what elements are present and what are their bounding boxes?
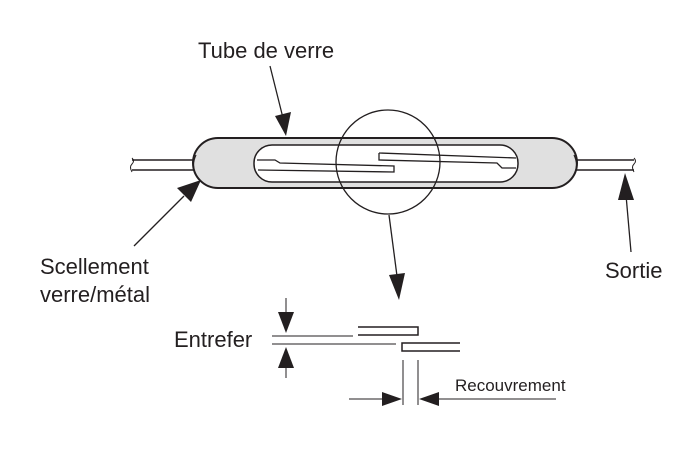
overlap-label: Recouvrement [455,376,566,395]
air-gap-label: Entrefer [174,327,252,352]
seal-label-line2: verre/métal [40,282,150,307]
output-label: Sortie [605,258,662,283]
detail-upper-blade [358,326,419,336]
glass-tube-label: Tube de verre [198,38,334,63]
magnifier-circle [335,109,441,215]
glass-tube-arrow [269,65,291,136]
left-lead-wire [130,157,195,173]
right-lead-wire [575,157,636,173]
left-seal [192,154,197,176]
seal-label: Scellement [40,254,149,279]
air-gap-dimension [272,298,396,378]
right-seal [573,154,578,176]
detail-lower-blade [401,342,460,352]
seal-arrow [133,180,201,247]
inner-cavity [253,144,519,183]
output-arrow [618,173,634,253]
right-reed-blade [378,152,517,169]
overlap-dimension [349,360,556,406]
detail-arrow [388,214,405,300]
left-reed-blade [257,159,395,173]
